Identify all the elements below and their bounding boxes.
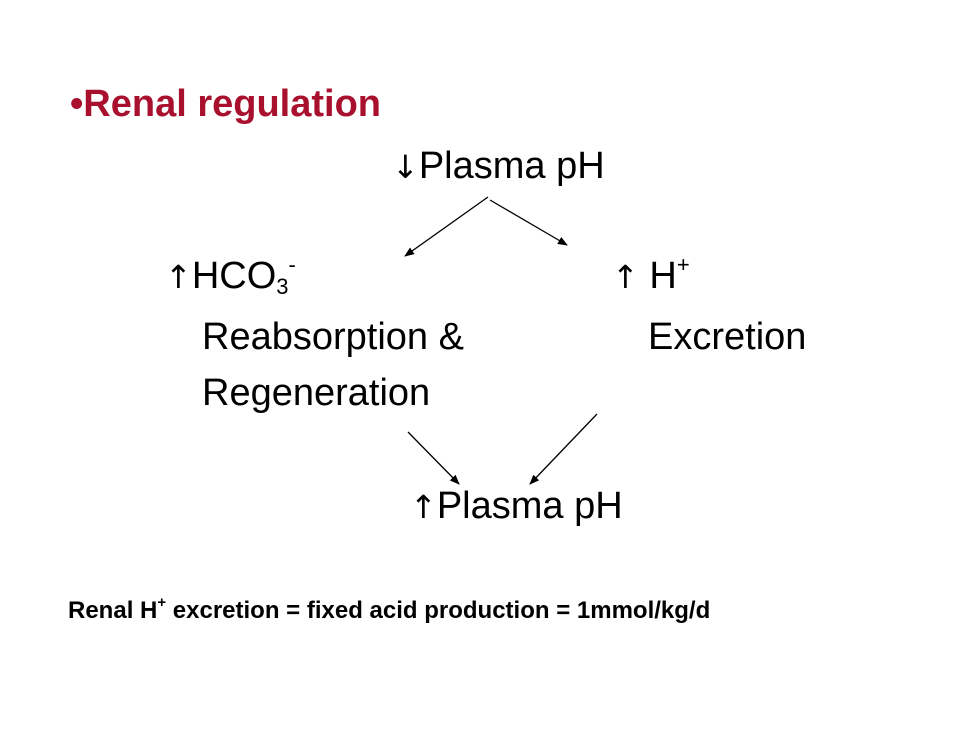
node-plasma-ph-increase: ↑Plasma pH <box>410 484 623 529</box>
arrow-right-to-bottom <box>529 413 598 485</box>
up-arrow-icon: ↑ <box>410 488 437 526</box>
node-bicarbonate: ↑HCO3- <box>165 254 296 309</box>
footer-part1: Renal H <box>68 597 158 624</box>
up-arrow-icon: ↑ <box>612 258 639 296</box>
node-hydrogen-line2: Excretion <box>648 316 807 358</box>
node-bicarbonate-line3: Regeneration <box>202 372 431 414</box>
footer-superscript: + <box>157 594 167 611</box>
up-arrow-icon: ↑ <box>165 258 192 296</box>
footer-part2: excretion = fixed acid production = 1mmo… <box>166 597 711 624</box>
node-hydrogen: ↑ H+ <box>612 254 690 299</box>
chem-subscript: 3 <box>276 274 289 299</box>
chem-formula: H <box>649 255 677 297</box>
footer-note: Renal H+ excretion = fixed acid producti… <box>68 594 711 626</box>
slide-title: •Renal regulation <box>70 83 382 125</box>
node-label: Plasma pH <box>436 485 623 527</box>
node-plasma-ph-decrease: ↓Plasma pH <box>392 144 605 189</box>
arrow-top-to-left <box>404 196 489 257</box>
node-bicarbonate-line2: Reabsorption & <box>202 316 464 358</box>
chem-superscript: - <box>288 252 296 277</box>
chem-superscript: + <box>676 252 690 277</box>
arrow-top-to-right <box>489 199 568 246</box>
down-arrow-icon: ↓ <box>392 148 419 186</box>
chem-formula: HCO <box>191 255 277 297</box>
arrow-left-to-bottom <box>407 431 460 485</box>
node-label: Plasma pH <box>418 145 605 187</box>
